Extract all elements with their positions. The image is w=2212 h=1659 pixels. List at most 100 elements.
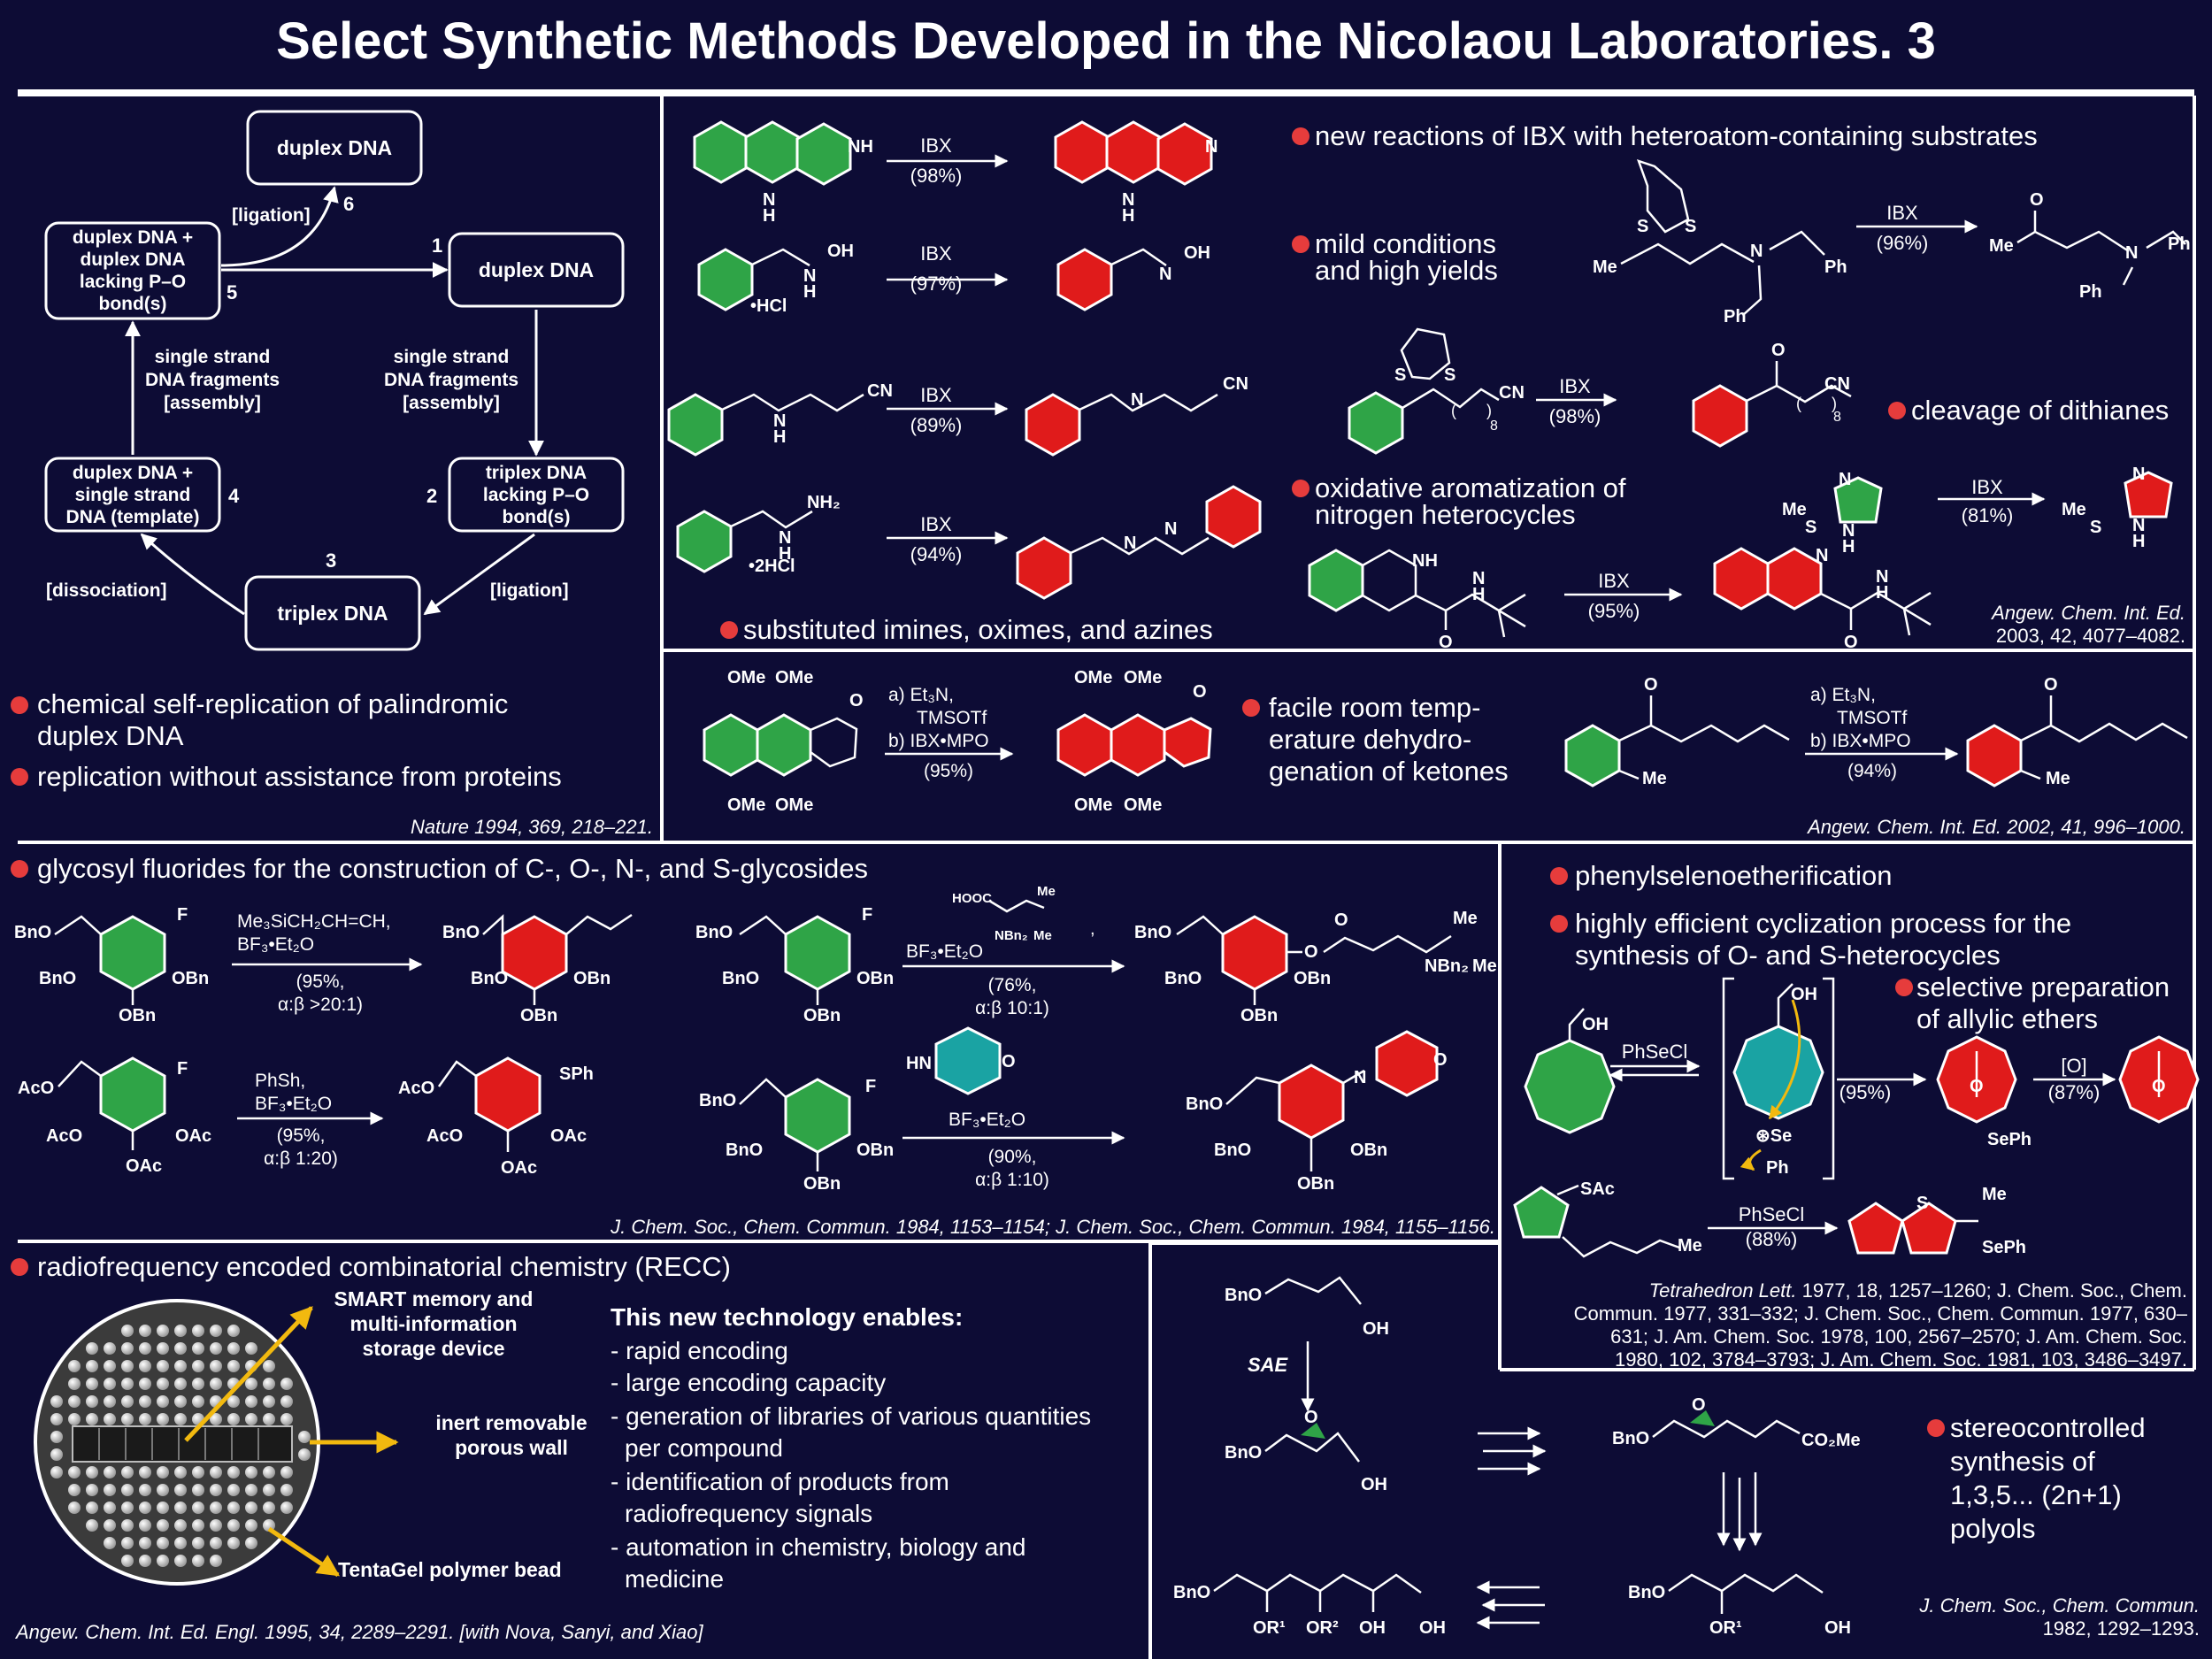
bead-pearl xyxy=(121,1519,134,1532)
svg-text:storage device: storage device xyxy=(362,1337,504,1360)
bead-pearl xyxy=(104,1537,116,1549)
bullet-dot xyxy=(1550,867,1568,885)
bead-pearl xyxy=(86,1378,98,1390)
svg-text:N: N xyxy=(1164,519,1177,539)
svg-text:CN: CN xyxy=(867,381,893,401)
label-ssf-left: single strand DNA fragments [assembly] xyxy=(145,347,280,413)
svg-text:OBn: OBn xyxy=(856,1141,894,1160)
svg-text:N: N xyxy=(2132,465,2145,484)
multi-step-arrows-down xyxy=(1717,1472,1763,1552)
bead-pearl xyxy=(86,1413,98,1425)
ibx-bullet-2: mild conditions xyxy=(1315,228,1496,259)
svg-text:S: S xyxy=(1394,365,1406,385)
svg-text:BnO: BnO xyxy=(1225,1443,1262,1463)
svg-text:OH: OH xyxy=(1361,1475,1387,1494)
svg-text:O: O xyxy=(1334,910,1348,930)
svg-text:O: O xyxy=(1304,1408,1318,1427)
panel-ibx: NH N H IBX (98%) N N H N H OH •HCl IBX (… xyxy=(667,120,2191,652)
svg-text:OMe: OMe xyxy=(775,668,813,687)
svg-text:H: H xyxy=(1122,206,1134,226)
svg-text:Me: Me xyxy=(2062,500,2086,519)
svg-text:SAc: SAc xyxy=(1580,1179,1615,1199)
bead-pearl xyxy=(86,1466,98,1479)
se-reference: Tetrahedron Lett. 1977, 18, 1257–1260; J… xyxy=(1574,1279,2188,1371)
svg-text:OBn: OBn xyxy=(803,1006,841,1025)
recc-item: - generation of libraries of various qua… xyxy=(611,1402,1091,1430)
bullet-dot xyxy=(1292,480,1310,497)
svg-text:erature dehydro-: erature dehydro- xyxy=(1269,724,1471,755)
svg-text:8: 8 xyxy=(1490,419,1498,434)
dna-box-right: duplex DNA xyxy=(448,232,625,308)
recc-item: - large encoding capacity xyxy=(611,1369,886,1396)
step-number: 4 xyxy=(228,485,240,507)
dna-bullet-2: replication without assistance from prot… xyxy=(37,761,562,792)
polyol-bullet: stereocontrolled synthesis of 1,3,5... (… xyxy=(1950,1412,2146,1544)
glycosyl-reaction-4: BnO F BnO OBn OBn HN O BF₃•Et₂O (90%, α:… xyxy=(699,1026,1448,1194)
svg-text:IBX: IBX xyxy=(920,384,952,406)
svg-text:BnO: BnO xyxy=(1134,923,1171,942)
bead-pearl xyxy=(210,1413,222,1425)
svg-text:O: O xyxy=(1304,942,1318,962)
arrow-step-3 xyxy=(423,533,535,616)
bead-pearl xyxy=(192,1502,204,1514)
svg-text:BnO: BnO xyxy=(39,969,76,988)
bullet-dot xyxy=(11,696,28,714)
bead-pearl xyxy=(157,1342,169,1355)
svg-text:duplex DNA: duplex DNA xyxy=(479,258,594,281)
svg-text:Me: Me xyxy=(1989,236,2014,256)
svg-text:IBX: IBX xyxy=(920,513,952,535)
svg-text:OH: OH xyxy=(827,242,854,261)
bead-pearl xyxy=(174,1466,187,1479)
svg-text:single strand: single strand xyxy=(394,347,510,367)
label-ssf-right: single strand DNA fragments [assembly] xyxy=(384,347,518,413)
bead-pearl xyxy=(174,1342,187,1355)
svg-text:O: O xyxy=(1644,675,1658,695)
svg-text:8: 8 xyxy=(1833,410,1841,425)
ibx-bullet-5: substituted imines, oximes, and azines xyxy=(743,614,1213,645)
svg-text:NH₂: NH₂ xyxy=(807,493,841,512)
bead-pearl xyxy=(86,1395,98,1408)
svg-text:S: S xyxy=(1444,365,1455,385)
ibx-reaction-2: N H OH •HCl IBX (97%) N OH xyxy=(697,242,1210,316)
svg-text:OAc: OAc xyxy=(550,1126,587,1146)
bead-pearl xyxy=(280,1484,293,1496)
svg-text:BnO: BnO xyxy=(722,969,759,988)
label-dissociation: [dissociation] xyxy=(46,580,167,601)
svg-text:OR¹: OR¹ xyxy=(1709,1618,1742,1638)
svg-text:H: H xyxy=(763,206,775,226)
svg-text:polyols: polyols xyxy=(1950,1513,2036,1544)
svg-text:OAc: OAc xyxy=(126,1156,162,1176)
svg-text:porous wall: porous wall xyxy=(455,1436,568,1459)
bead-pearl xyxy=(192,1378,204,1390)
ibx-bullet-4: oxidative aromatization of xyxy=(1315,472,1626,503)
bead-pearls xyxy=(50,1325,311,1567)
bead-pearl xyxy=(121,1502,134,1514)
bead-pearl xyxy=(139,1537,151,1549)
step-number: 3 xyxy=(326,549,336,572)
svg-text:N: N xyxy=(1131,390,1143,410)
bead-pearl xyxy=(157,1502,169,1514)
bead-pearl xyxy=(121,1466,134,1479)
svg-text:(: ( xyxy=(1796,395,1801,412)
step-number: 6 xyxy=(343,193,354,215)
svg-text:OMe: OMe xyxy=(1124,668,1162,687)
bead-pearl xyxy=(121,1325,134,1337)
bead-pearl xyxy=(157,1484,169,1496)
dna-box-triplex: triplex DNA xyxy=(244,575,421,651)
ibx-reference-details: 2003, 42, 4077–4082. xyxy=(1996,625,2185,647)
glycosyl-reaction-1: BnO F BnO OBn OBn Me₃SiCH₂CH=CH, BF₃•Et₂… xyxy=(14,905,633,1025)
svg-text:TMSOTf: TMSOTf xyxy=(1837,708,1907,728)
svg-text:lacking P–O: lacking P–O xyxy=(483,485,589,505)
bead-pearl xyxy=(104,1484,116,1496)
bead-pearl xyxy=(192,1395,204,1408)
bead-pearl xyxy=(139,1519,151,1532)
svg-text:N: N xyxy=(1122,190,1134,210)
bead-pearl xyxy=(104,1342,116,1355)
svg-text:N: N xyxy=(1842,521,1855,541)
glycosyl-reaction-2: BnO F BnO OBn OBn HOOC NBn₂ Me Me , BF₃•… xyxy=(695,884,1497,1025)
bead-pearl xyxy=(157,1378,169,1390)
svg-text:OH: OH xyxy=(1419,1618,1446,1638)
svg-text:•2HCl: •2HCl xyxy=(749,557,795,576)
svg-text:OMe: OMe xyxy=(775,795,813,815)
svg-text:H: H xyxy=(803,282,816,302)
